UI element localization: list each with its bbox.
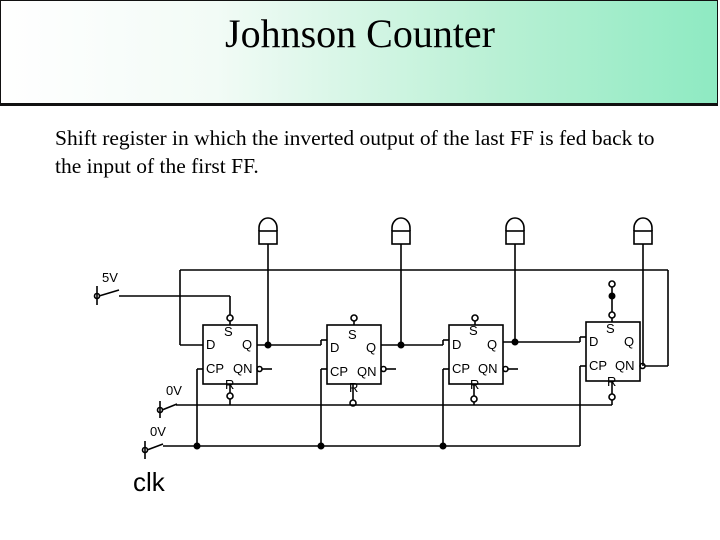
ff3-cp-label: CP	[452, 361, 470, 376]
supply-label: 5V	[102, 270, 118, 285]
title-bar	[0, 0, 718, 106]
ff3-q-label: Q	[487, 337, 497, 352]
slide-description: Shift register in which the inverted out…	[55, 126, 655, 178]
ff2-qn-label: QN	[357, 364, 377, 379]
ff2-set-label: S	[348, 327, 357, 342]
ff1-set-label: S	[224, 324, 233, 339]
ff2-d-label: D	[330, 340, 339, 355]
reset-source-label: 0V	[166, 383, 182, 398]
led-indicator-3	[505, 217, 525, 245]
led-indicator-2	[391, 217, 411, 245]
flipflop-3	[448, 324, 504, 385]
ff4-cp-label: CP	[589, 358, 607, 373]
ff2-q-label: Q	[366, 340, 376, 355]
ff4-q-label: Q	[624, 334, 634, 349]
ff3-d-label: D	[452, 337, 461, 352]
ff4-d-label: D	[589, 334, 598, 349]
ff3-reset-label: R	[470, 377, 479, 392]
slide-title: Johnson Counter	[225, 11, 495, 56]
ff2-cp-label: CP	[330, 364, 348, 379]
ff1-qn-label: QN	[233, 361, 253, 376]
flipflop-4	[585, 321, 641, 382]
clock-label: clk	[133, 467, 166, 497]
ff1-q-label: Q	[242, 337, 252, 352]
ff3-qn-label: QN	[478, 361, 498, 376]
ff4-qn-label: QN	[615, 358, 635, 373]
ff4-reset-label: R	[607, 374, 616, 389]
ff1-cp-label: CP	[206, 361, 224, 376]
led-indicator-1	[258, 217, 278, 245]
led-indicator-4	[633, 217, 653, 245]
ff2-reset-label: R	[349, 380, 358, 395]
ff1-d-label: D	[206, 337, 215, 352]
ff1-reset-label: R	[225, 377, 234, 392]
ff4-set-label: S	[606, 321, 615, 336]
ff3-set-label: S	[469, 323, 478, 338]
clock-source-label: 0V	[150, 424, 166, 439]
